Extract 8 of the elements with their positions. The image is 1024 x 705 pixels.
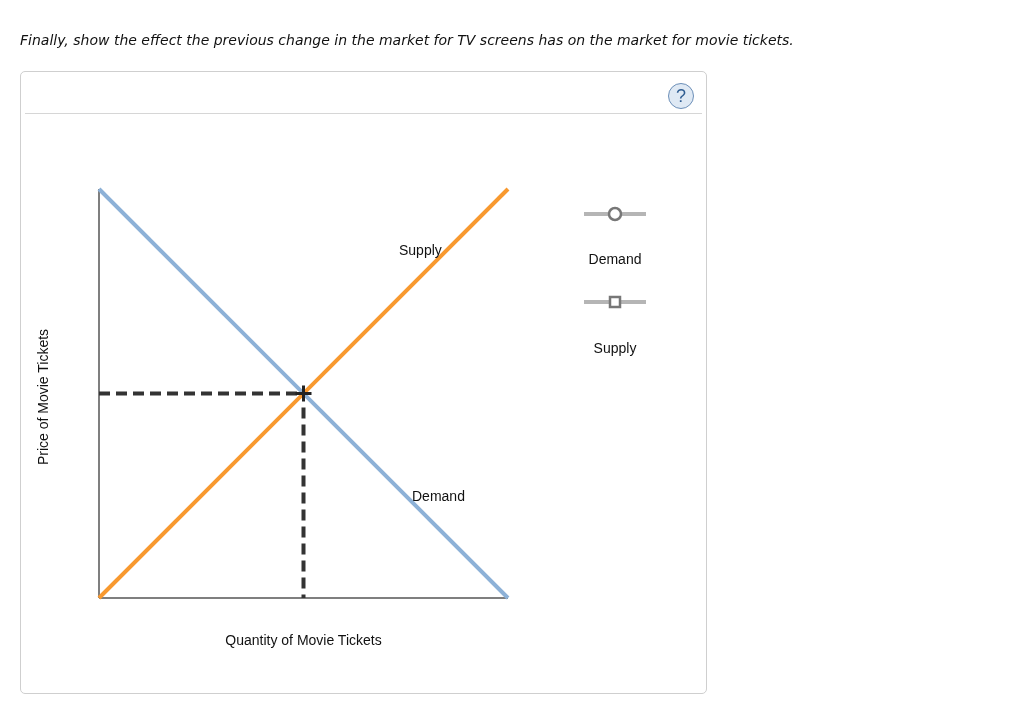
legend-label: Supply	[593, 340, 637, 357]
legend-label: Demand	[588, 251, 642, 268]
question-text: Finally, show the effect the previous change in the market for TV screens has on the market for movie tickets.	[20, 31, 794, 49]
curve-label: Demand	[412, 488, 465, 505]
curve-label: Supply	[399, 242, 442, 259]
axis-label: Quantity of Movie Tickets	[225, 632, 382, 649]
help-button: ?	[668, 83, 694, 109]
axis-label: Price of Movie Tickets	[34, 328, 52, 466]
